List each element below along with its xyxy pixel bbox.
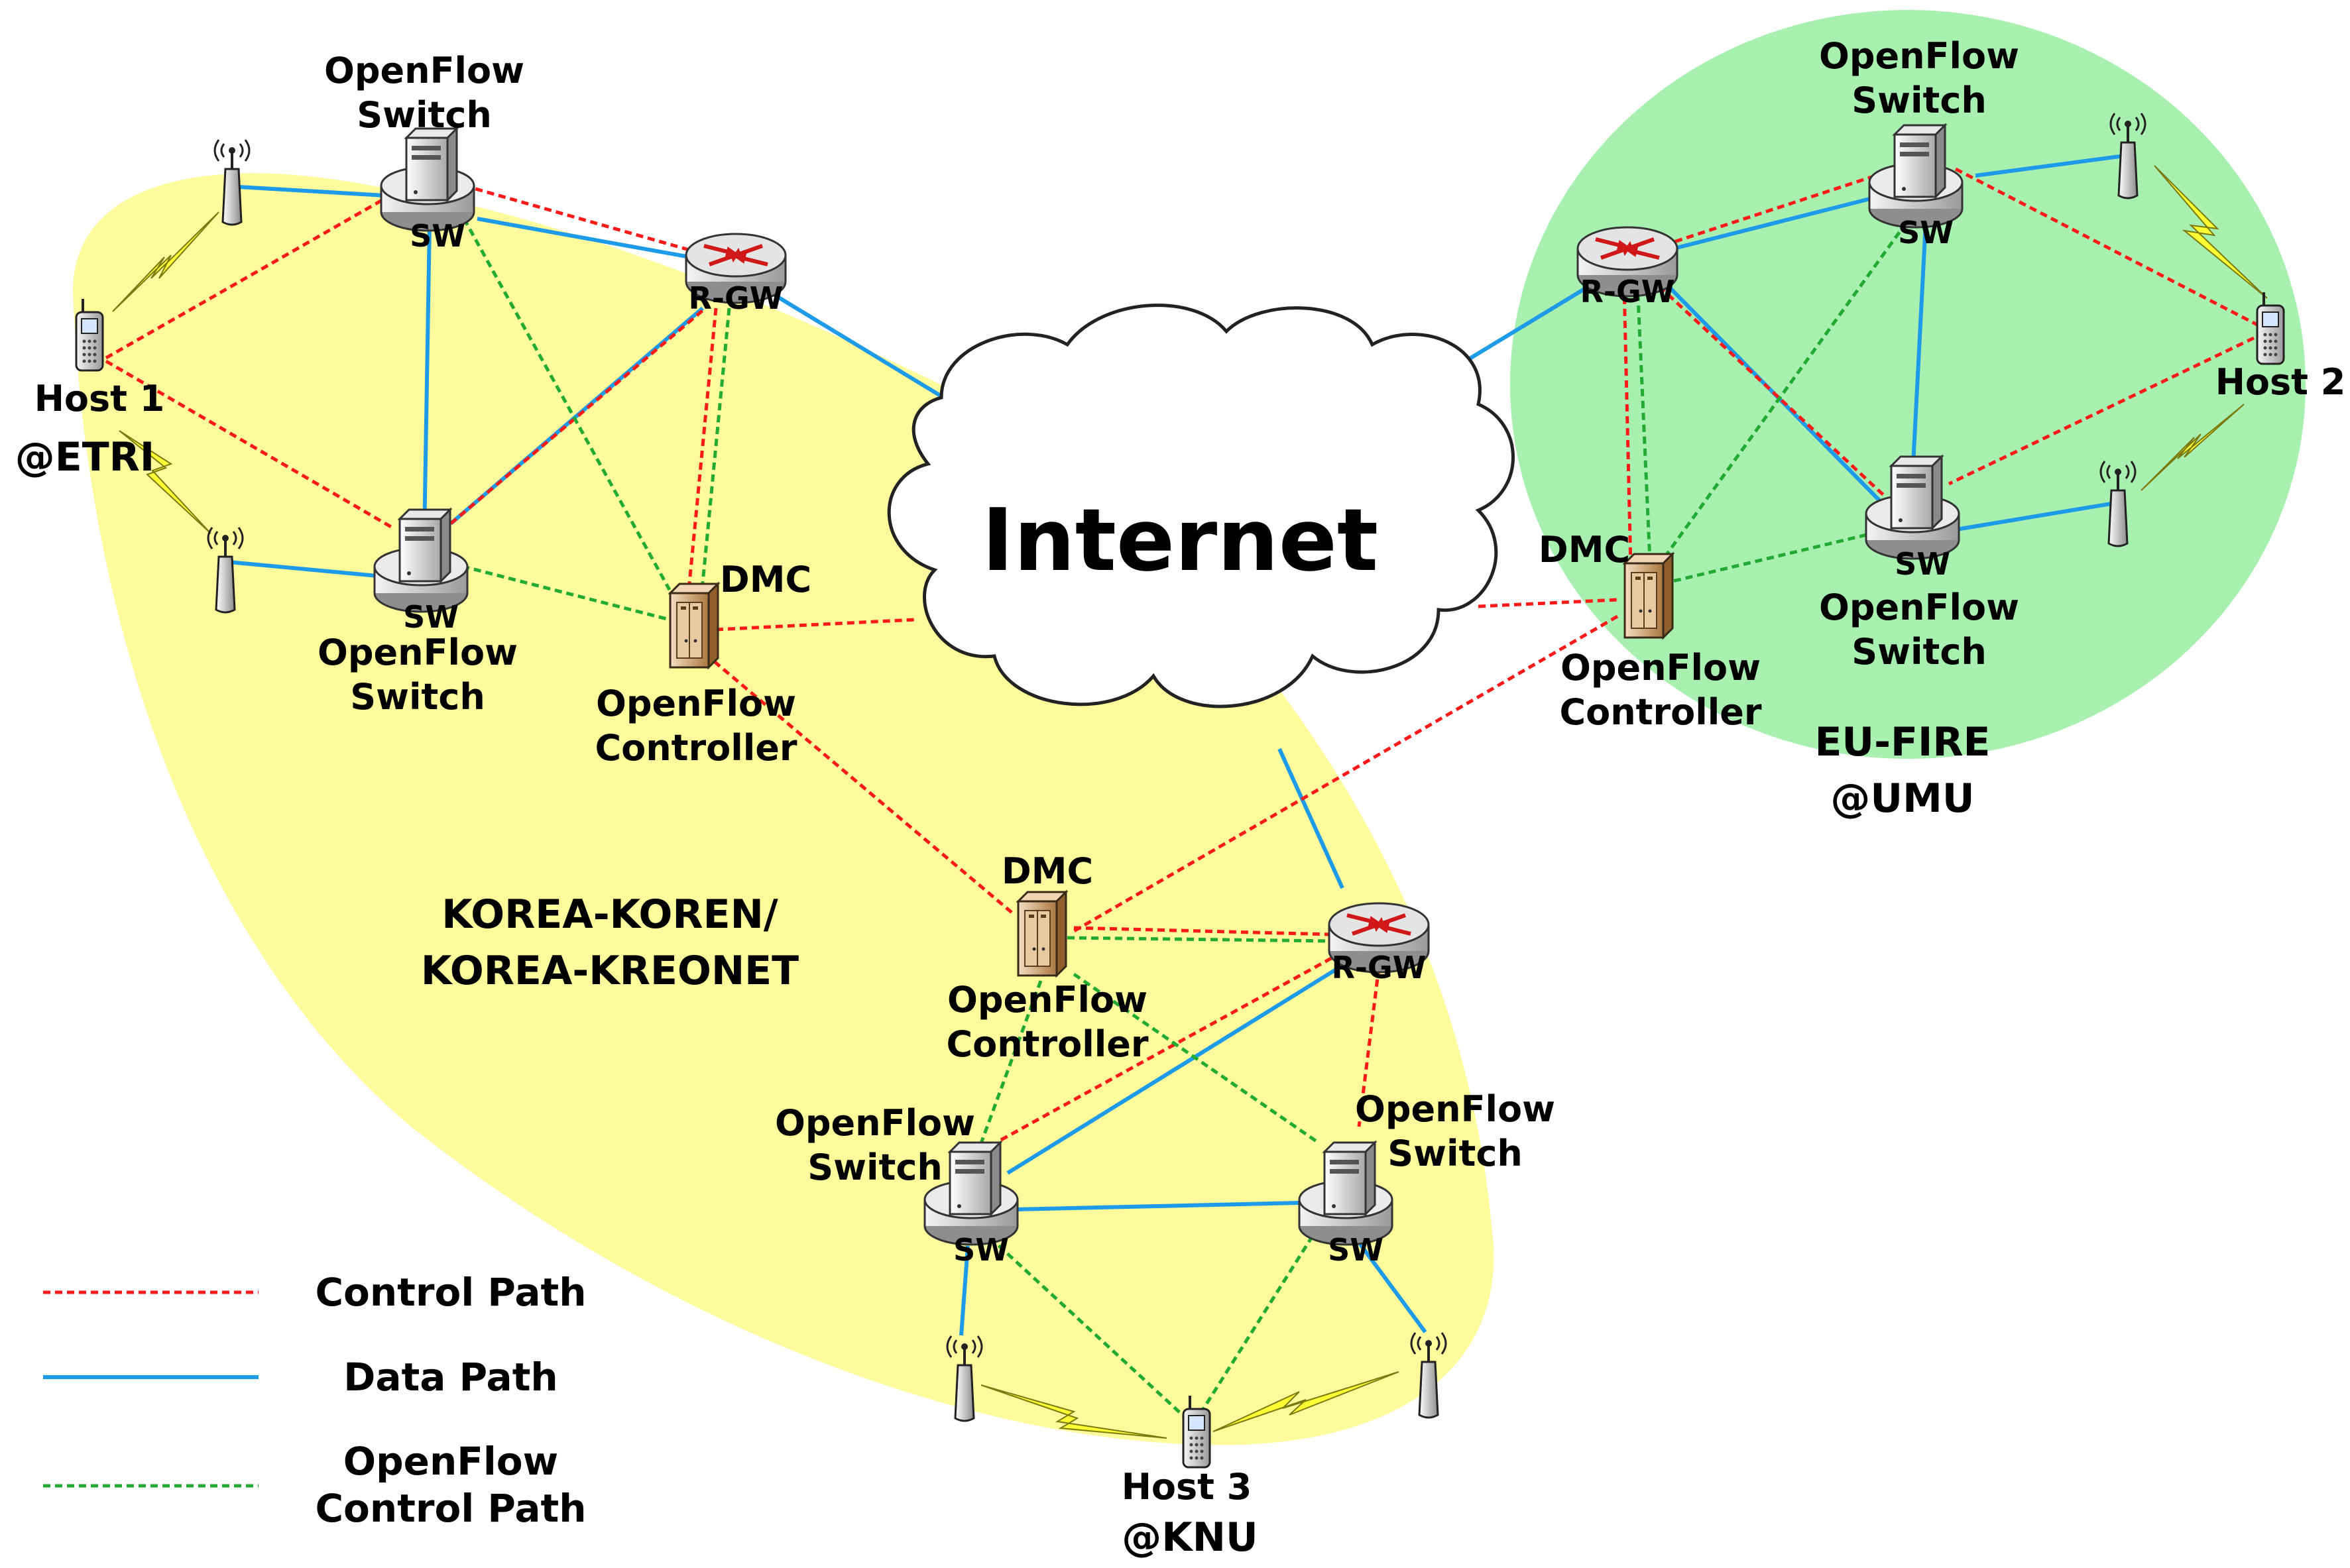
switch-tag: SW: [1328, 1232, 1383, 1268]
controller-icon: [1017, 891, 1067, 977]
controller-label-line2: Controller: [947, 1023, 1149, 1065]
switch-label-line2: Switch: [357, 94, 492, 136]
legend-data-path-label: Data Path: [343, 1355, 558, 1400]
dmc-label: DMC: [1002, 850, 1093, 892]
router-tag: R-GW: [1580, 274, 1674, 309]
host1-site: @ETRI: [15, 434, 154, 480]
router-tag: R-GW: [688, 280, 783, 316]
legend-openflow-control-path-label-line2: Control Path: [315, 1486, 586, 1531]
dmc-label: DMC: [1539, 529, 1630, 571]
switch-label-line1: OpenFlow: [324, 50, 524, 91]
switch-label-line2: Switch: [1387, 1133, 1523, 1174]
switch-icon: [380, 127, 475, 232]
legend: Control Path Data Path OpenFlow Control …: [43, 1270, 587, 1531]
device-labels: OpenFlow Switch OpenFlow Switch DMC Open…: [318, 35, 2019, 1188]
switch-label-line1: OpenFlow: [775, 1102, 975, 1144]
dmc-label: DMC: [720, 559, 811, 600]
router-gateway: R-GW: [1578, 227, 1677, 309]
switch-tag: SW: [1898, 215, 1954, 251]
openflow-switch: SW: [373, 508, 469, 635]
internet-label: Internet: [982, 490, 1378, 590]
switch-label-line2: Switch: [350, 676, 485, 718]
switch-tag: SW: [953, 1232, 1009, 1268]
switch-tag: SW: [403, 599, 459, 635]
switch-label-line2: Switch: [1851, 80, 1987, 121]
controller-label-line2: Controller: [595, 727, 797, 769]
connection-lines: [105, 154, 2259, 1426]
controller-icon: [1623, 553, 1674, 639]
legend-openflow-control-path-label-line1: OpenFlow: [343, 1439, 558, 1484]
switch-label-line1: OpenFlow: [1355, 1088, 1555, 1130]
internet-cloud: Internet: [887, 304, 1515, 708]
controller-icon: [669, 583, 719, 669]
host2-label: Host 2: [2215, 361, 2346, 403]
router-gateway: R-GW: [1329, 903, 1429, 985]
openflow-switch: SW: [1298, 1141, 1393, 1268]
host1-label: Host 1: [34, 378, 165, 420]
openflow-switch: SW: [1868, 124, 1964, 251]
switch-label-line1: OpenFlow: [1819, 587, 2019, 628]
switch-label-line1: OpenFlow: [1819, 35, 2019, 77]
switch-label-line2: Switch: [807, 1147, 943, 1188]
switch-tag: SW: [1895, 546, 1950, 582]
router-tag: R-GW: [1331, 950, 1426, 985]
korea-region-label-line1: KOREA-KOREN/: [441, 891, 778, 938]
eu-region-label-line2: @UMU: [1830, 775, 1974, 822]
controller-label-line1: OpenFlow: [1560, 647, 1761, 689]
wireless-links: [112, 165, 2268, 1439]
router-gateway: R-GW: [686, 234, 786, 316]
openflow-switch: SW: [923, 1141, 1019, 1268]
controller-label-line1: OpenFlow: [596, 683, 796, 724]
controller-label-line1: OpenFlow: [947, 979, 1147, 1021]
switch-label-line1: OpenFlow: [318, 632, 518, 673]
legend-control-path-label: Control Path: [315, 1270, 586, 1315]
openflow-switch: SW: [1865, 455, 1960, 582]
switch-tag: SW: [410, 218, 465, 254]
switch-label-line2: Switch: [1851, 631, 1987, 673]
eu-region-label-line1: EU-FIRE: [1814, 719, 1990, 765]
korea-region-label-line2: KOREA-KREONET: [421, 948, 799, 994]
controller-label-line2: Controller: [1560, 691, 1762, 733]
openflow-switch: SW: [380, 127, 475, 254]
host3-site: @KNU: [1122, 1514, 1258, 1561]
host3-label: Host 3: [1122, 1466, 1252, 1508]
korea-region: [73, 173, 1494, 1445]
